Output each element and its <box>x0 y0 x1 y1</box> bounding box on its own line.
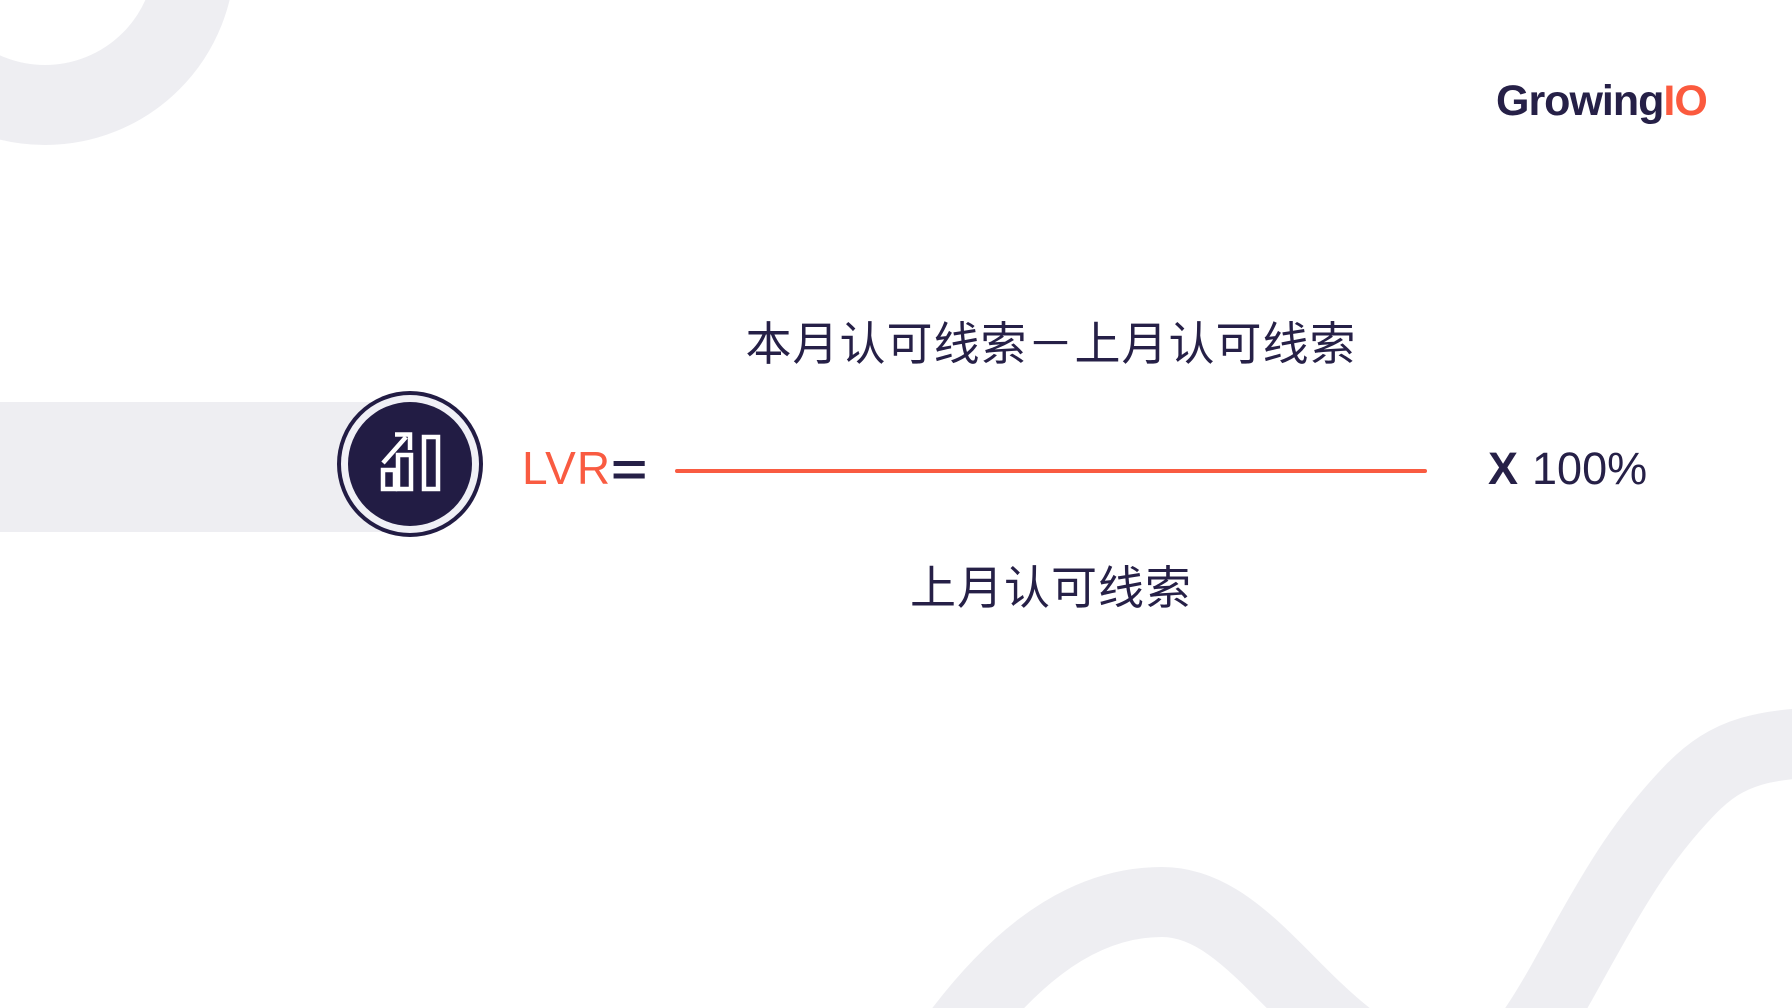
equals-sign: = <box>611 438 647 500</box>
top-left-arc-decoration <box>0 0 235 145</box>
metric-badge <box>337 391 483 537</box>
bar-chart-growth-icon <box>380 432 441 492</box>
fraction-numerator: 本月认可线索－上月认可线索 <box>745 318 1357 370</box>
multiplier: X 100% <box>1488 440 1647 496</box>
metric-label: LVR <box>522 442 612 494</box>
logo-text-io: IO <box>1663 77 1707 125</box>
metric-badge-disc <box>348 402 472 526</box>
percent-value: 100% <box>1532 442 1648 494</box>
equals-glyph: = <box>611 443 648 495</box>
logo-text-growing: Growing <box>1496 77 1664 125</box>
growingio-logo: GrowingIO <box>1496 77 1708 125</box>
times-symbol: X <box>1488 442 1519 494</box>
fraction-line <box>675 469 1427 473</box>
fraction-denominator: 上月认可线索 <box>910 562 1192 614</box>
